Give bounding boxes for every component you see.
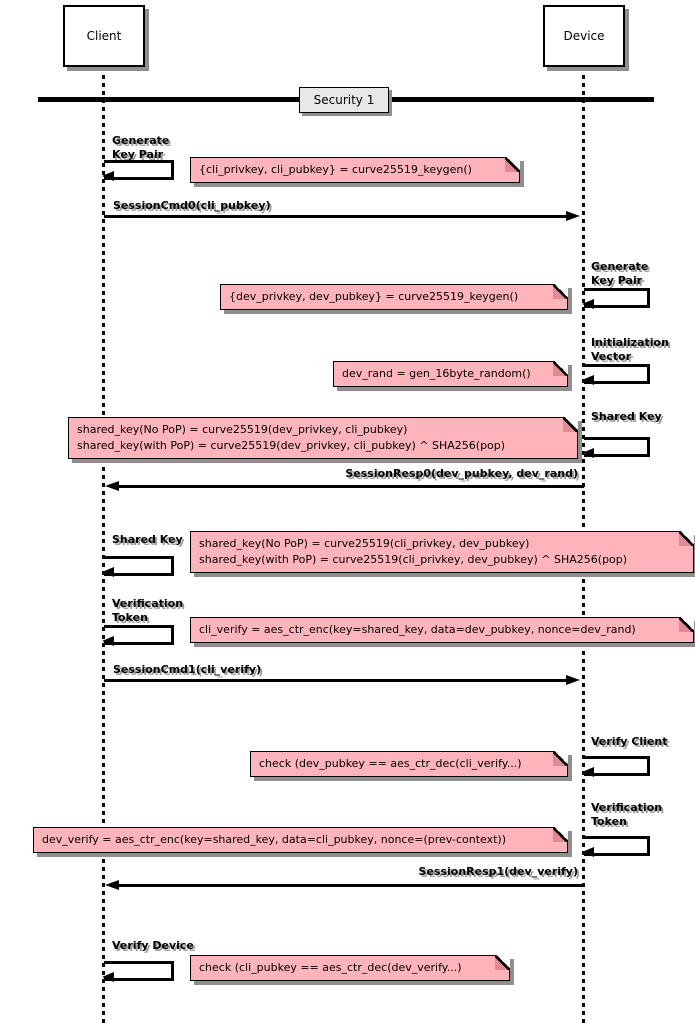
note-cli-keygen: {cli_privkey, cli_pubkey} = curve25519_k… — [190, 157, 520, 183]
client-verification-token-self-loop — [102, 625, 174, 646]
arrow-head-left-icon — [102, 567, 114, 577]
arrow-head-left-icon — [582, 375, 594, 385]
device-shared-key-self-loop — [582, 437, 650, 458]
arrow-head-left-icon — [102, 972, 114, 982]
client-shared-key-label: Shared Key — [112, 533, 183, 546]
arrow-head-left-icon — [102, 636, 114, 646]
arrow-head-left-icon — [105, 880, 119, 890]
message-session-resp1-label: SessionResp1(dev_verify) — [418, 865, 578, 878]
device-verification-token-self-loop — [582, 836, 650, 857]
device-iv-self-loop — [582, 364, 650, 385]
arrow-head-left-icon — [582, 448, 594, 458]
message-session-resp0-line — [118, 485, 584, 488]
arrow-head-right-icon — [566, 675, 580, 685]
arrow-head-left-icon — [582, 299, 594, 309]
note-check-client: check (dev_pubkey == aes_ctr_dec(cli_ver… — [250, 751, 568, 777]
message-session-cmd1-label: SessionCmd1(cli_verify) — [113, 663, 262, 676]
client-shared-key-self-loop — [102, 556, 174, 577]
actor-client-label: Client — [86, 29, 122, 43]
arrow-head-left-icon — [582, 847, 594, 857]
actor-device-label: Device — [563, 29, 605, 43]
device-verification-token-label: Verification Token — [591, 801, 663, 829]
message-session-resp1-line — [118, 884, 584, 887]
client-verify-device-self-loop — [102, 961, 174, 982]
client-generate-key-pair-label: Generate Key Pair — [112, 134, 170, 162]
device-verify-client-self-loop — [582, 756, 650, 777]
arrow-head-left-icon — [105, 481, 119, 491]
note-cli-verify: cli_verify = aes_ctr_enc(key=shared_key,… — [190, 617, 694, 643]
note-cli-shared-key: shared_key(No PoP) = curve25519(cli_priv… — [190, 531, 694, 573]
note-dev-keygen: {dev_privkey, dev_pubkey} = curve25519_k… — [220, 284, 568, 310]
message-session-cmd1-line — [104, 679, 568, 682]
device-initialization-vector-label: Initialization Vector — [591, 336, 669, 364]
client-verify-device-label: Verify Device — [112, 939, 194, 952]
device-shared-key-label: Shared Key — [591, 410, 662, 423]
arrow-head-right-icon — [566, 211, 580, 221]
client-generate-self-loop — [102, 160, 174, 181]
note-dev-rand: dev_rand = gen_16byte_random() — [333, 361, 568, 387]
arrow-head-left-icon — [582, 767, 594, 777]
device-verify-client-label: Verify Client — [591, 735, 668, 748]
note-dev-verify: dev_verify = aes_ctr_enc(key=shared_key,… — [33, 827, 568, 853]
divider-label: Security 1 — [313, 93, 375, 107]
actor-client: Client — [63, 5, 145, 67]
note-dev-shared-key: shared_key(No PoP) = curve25519(dev_priv… — [68, 417, 578, 459]
message-session-cmd0-line — [104, 215, 568, 218]
device-generate-self-loop — [582, 288, 650, 309]
message-session-cmd0-label: SessionCmd0(cli_pubkey) — [113, 199, 271, 212]
arrow-head-left-icon — [102, 171, 114, 181]
note-check-device: check (cli_pubkey == aes_ctr_dec(dev_ver… — [190, 955, 510, 981]
client-verification-token-label: Verification Token — [112, 597, 184, 625]
device-generate-key-pair-label: Generate Key Pair — [591, 260, 649, 288]
divider-box: Security 1 — [299, 87, 389, 113]
message-session-resp0-label: SessionResp0(dev_pubkey, dev_rand) — [345, 467, 578, 480]
lifeline-client — [102, 67, 105, 1023]
actor-device: Device — [543, 5, 625, 67]
